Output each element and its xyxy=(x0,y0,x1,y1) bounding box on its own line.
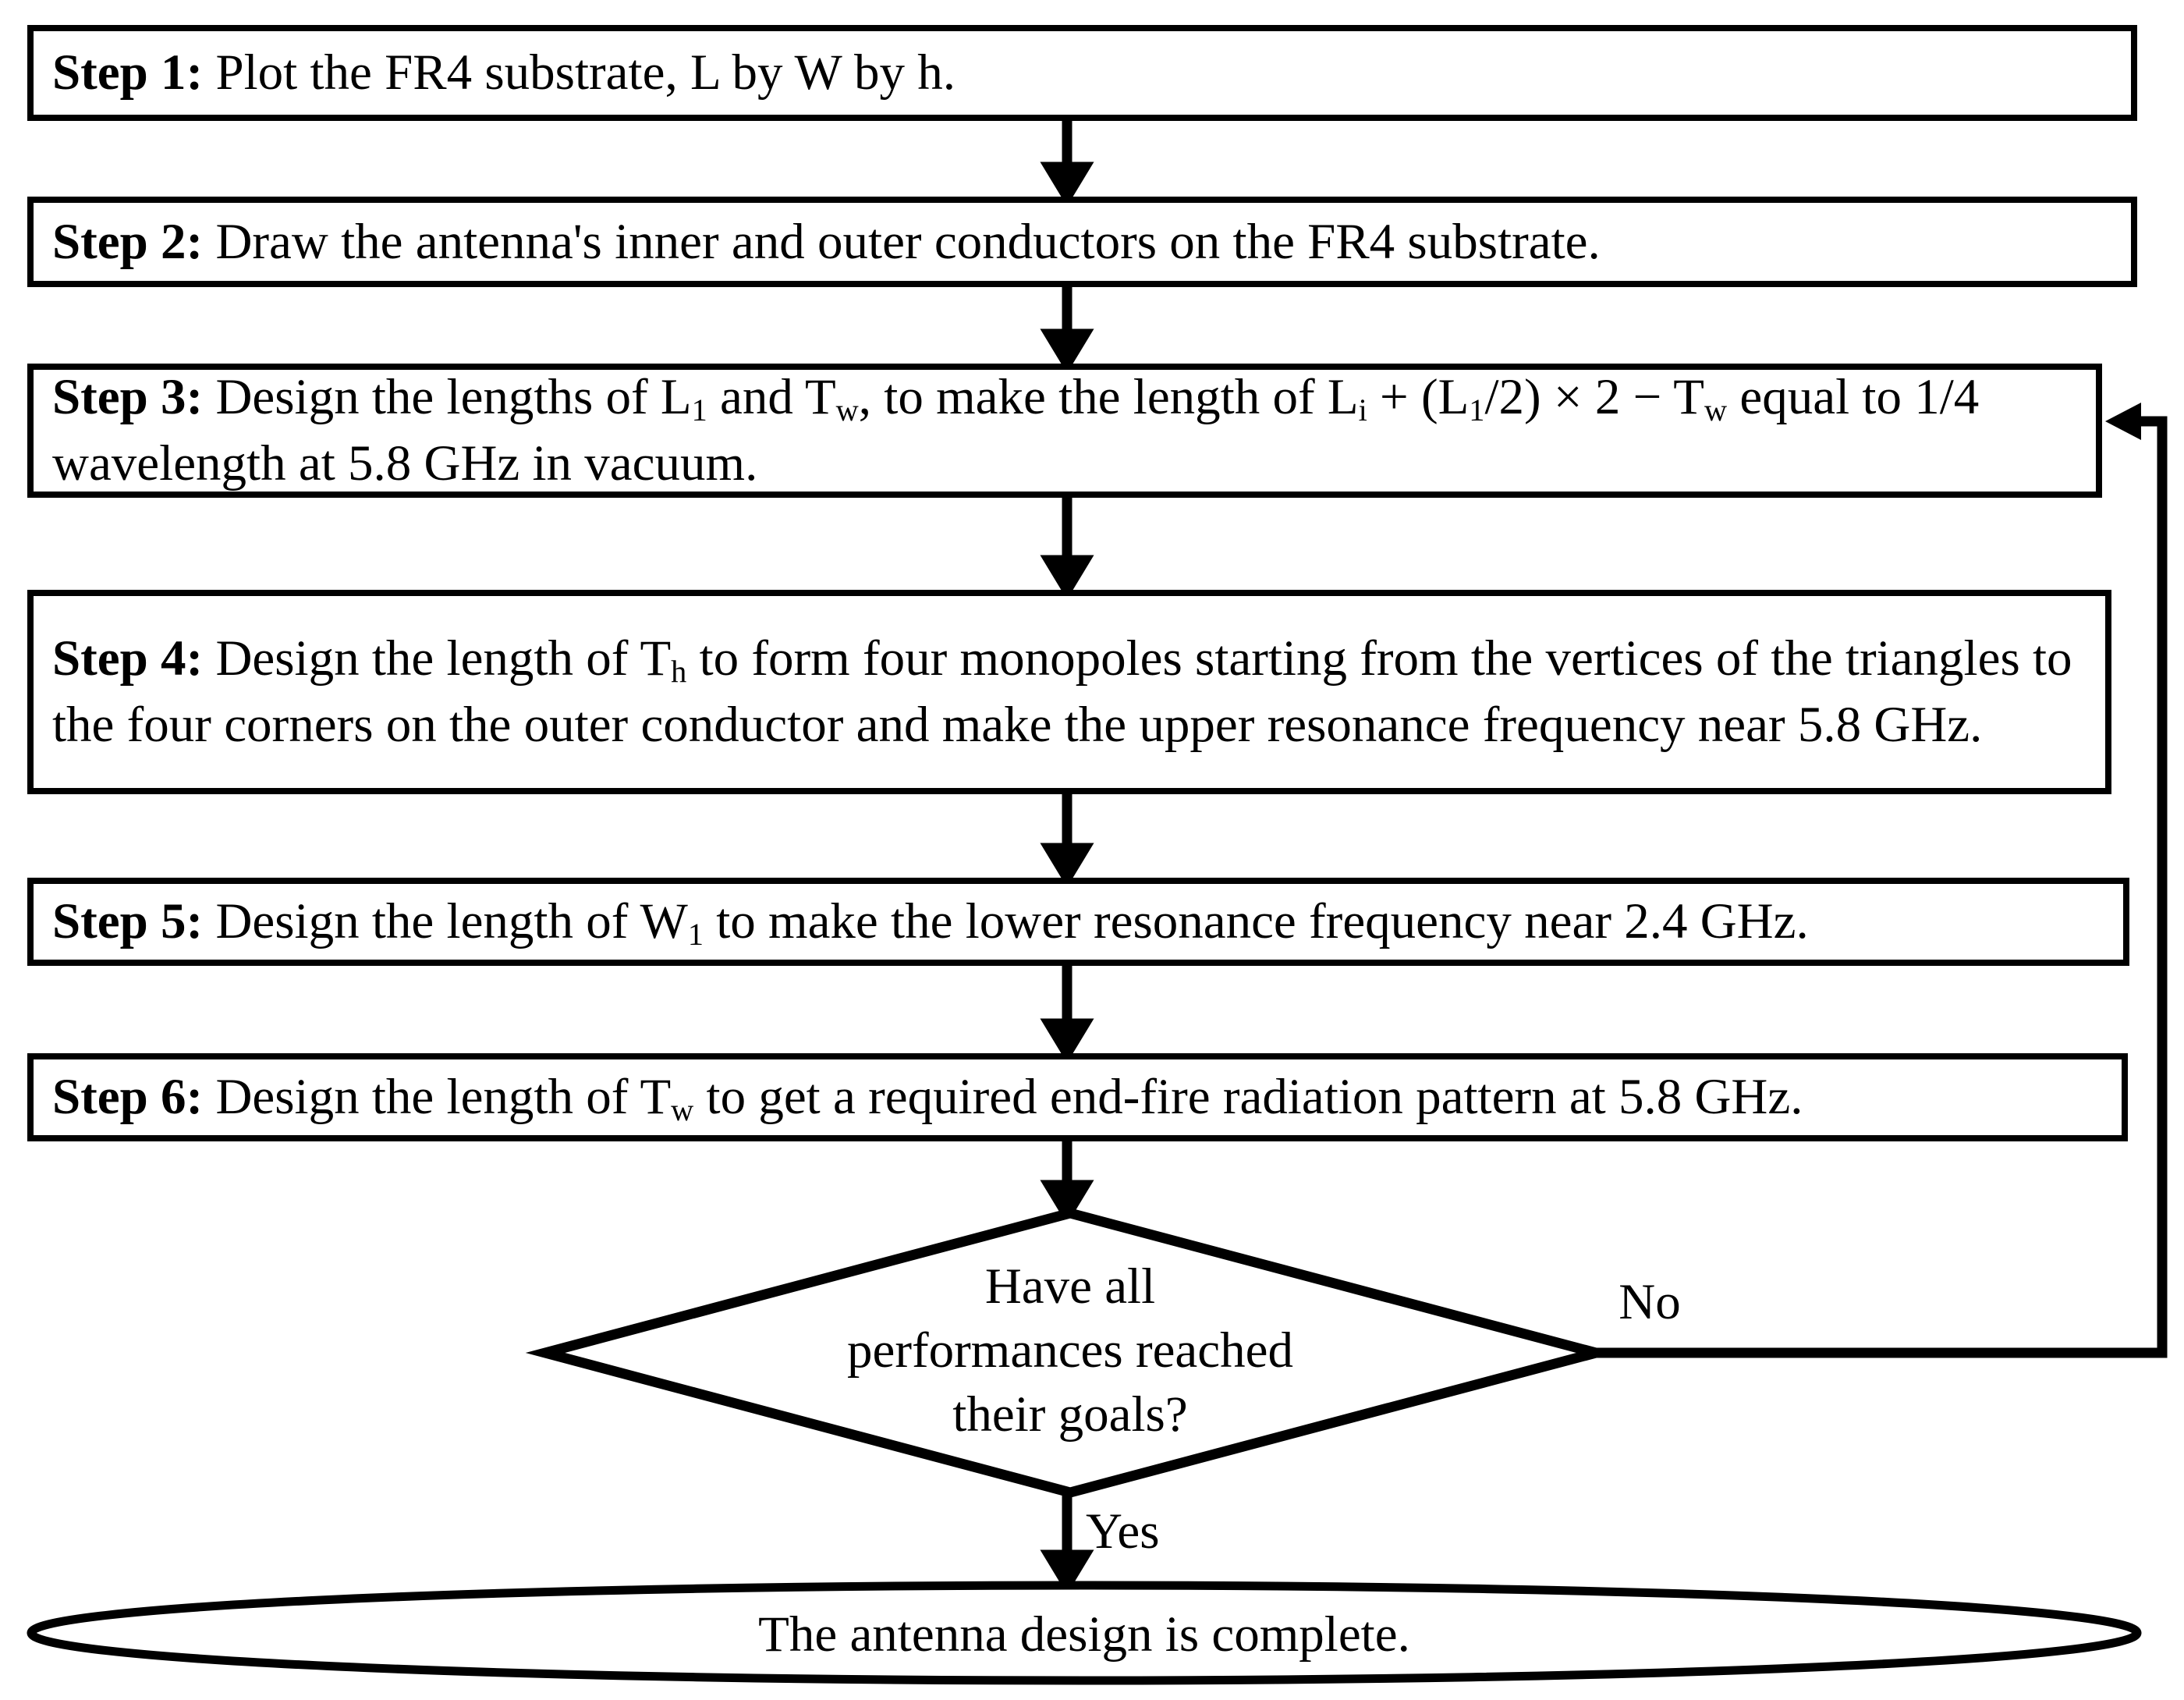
step-3-box: Step 3: Design the lengths of L1 and Tw,… xyxy=(27,364,2102,498)
step-2-box: Step 2: Draw the antenna's inner and out… xyxy=(27,197,2137,287)
step-5-body: Design the length of W1 to make the lowe… xyxy=(203,893,1809,952)
step-2-text: Step 2: Draw the antenna's inner and out… xyxy=(52,209,2112,275)
step-5-box: Step 5: Design the length of W1 to make … xyxy=(27,878,2129,966)
decision-text: Have all performances reached their goal… xyxy=(524,1255,1616,1446)
step-5-text: Step 5: Design the length of W1 to make … xyxy=(52,889,2104,955)
step-4-box: Step 4: Design the length of Th to form … xyxy=(27,590,2111,794)
step-6-text: Step 6: Design the length of Tw to get a… xyxy=(52,1064,2103,1130)
step-3-text: Step 3: Design the lengths of L1 and Tw,… xyxy=(52,364,2077,497)
terminal-text: The antenna design is complete. xyxy=(758,1606,1410,1663)
decision-line-2: performances reached xyxy=(847,1322,1293,1379)
step-1-text: Step 1: Plot the FR4 substrate, L by W b… xyxy=(52,40,2112,106)
step-4-body: Design the length of Th to form four mon… xyxy=(52,630,2072,753)
arrow-step3-step4-head xyxy=(1040,555,1094,600)
feedback-path xyxy=(1596,416,2168,1358)
step-6-box: Step 6: Design the length of Tw to get a… xyxy=(27,1053,2128,1141)
step-4-label: Step 4: xyxy=(52,630,204,687)
step-1-box: Step 1: Plot the FR4 substrate, L by W b… xyxy=(27,25,2137,121)
arrow-step2-step3-head xyxy=(1040,328,1094,374)
step-5-label: Step 5: xyxy=(52,893,204,949)
arrow-step1-step2-head xyxy=(1040,161,1094,207)
step-3-body: Design the lengths of L1 and Tw, to make… xyxy=(52,369,1980,492)
step-2-label: Step 2: xyxy=(52,213,204,270)
step-3-label: Step 3: xyxy=(52,369,204,425)
step-1-label: Step 1: xyxy=(52,44,204,101)
decision-line-3: their goals? xyxy=(952,1386,1188,1443)
decision-line-1: Have all xyxy=(984,1258,1156,1315)
arrow-step5-step6-head xyxy=(1040,1018,1094,1063)
arrow-step4-step5-head xyxy=(1040,843,1094,888)
terminal-ellipse xyxy=(27,1581,2142,1685)
step-6-label: Step 6: xyxy=(52,1069,204,1125)
no-branch-label: No xyxy=(1618,1274,1681,1330)
feedback-arrowhead xyxy=(2105,403,2141,440)
yes-branch-label: Yes xyxy=(1086,1503,1160,1560)
decision-diamond xyxy=(525,1208,1616,1498)
arrow-step6-decision-head xyxy=(1040,1180,1094,1225)
step-2-body: Draw the antenna's inner and outer condu… xyxy=(203,213,1601,270)
arrow-decision-terminal-head xyxy=(1040,1549,1094,1595)
step-4-text: Step 4: Design the length of Th to form … xyxy=(52,626,2086,758)
step-1-body: Plot the FR4 substrate, L by W by h. xyxy=(203,44,956,101)
step-6-body: Design the length of Tw to get a require… xyxy=(203,1069,1803,1127)
